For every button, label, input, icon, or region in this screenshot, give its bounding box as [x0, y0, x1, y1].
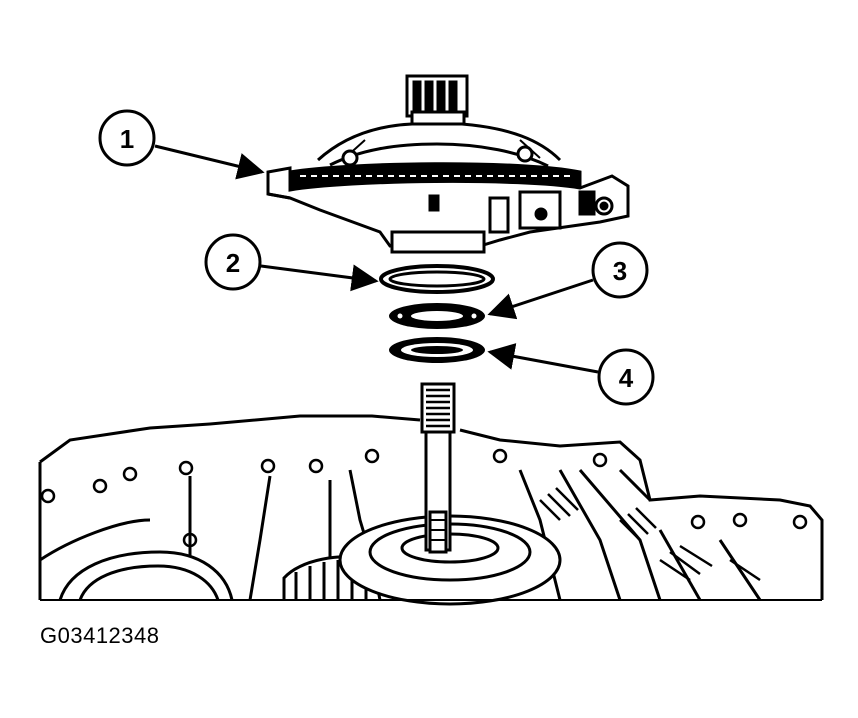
callout-1: 1	[98, 109, 265, 180]
callout-1-leader	[154, 144, 265, 180]
callout-4-circle	[597, 348, 655, 406]
figure-code: G03412348	[40, 623, 160, 648]
callout-4: 4	[487, 343, 655, 406]
transmission-case	[38, 382, 824, 606]
callout-3-number: 3	[613, 256, 627, 286]
callout-1-number: 1	[120, 124, 134, 154]
callout-3-circle	[591, 241, 649, 299]
callout-2: 2	[204, 233, 379, 292]
part-2-seal-ring	[379, 264, 495, 294]
callout-2-circle	[204, 233, 262, 291]
callout-1-circle	[98, 109, 156, 167]
callout-3-leader	[487, 278, 594, 320]
callout-4-leader	[487, 343, 599, 374]
callout-2-number: 2	[226, 248, 240, 278]
callout-3: 3	[487, 241, 649, 320]
part-1-cover-assembly	[266, 74, 630, 254]
callout-2-leader	[260, 264, 379, 292]
callout-4-number: 4	[619, 363, 634, 393]
part-3-thrust-washer	[389, 303, 485, 329]
part-4-bearing-washer	[389, 337, 485, 363]
